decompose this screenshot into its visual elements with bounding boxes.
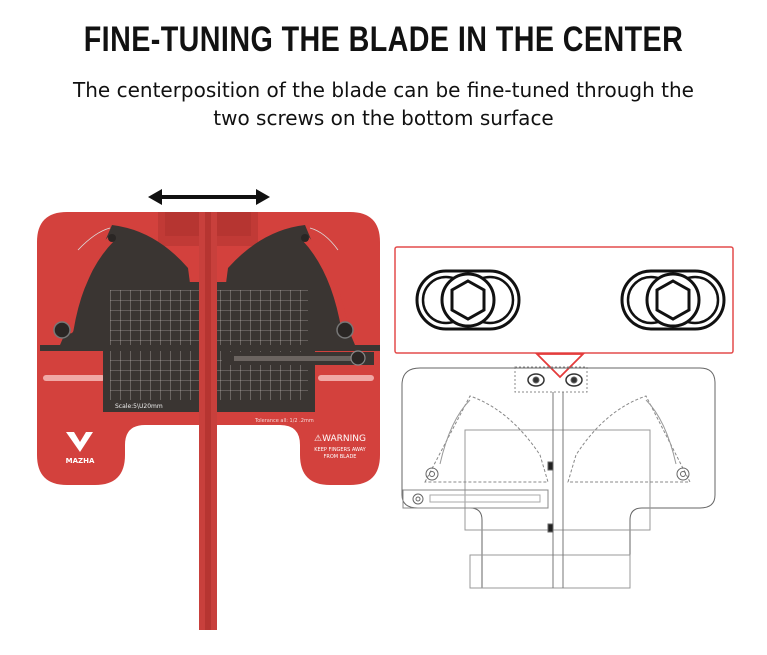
right-screw-slot-icon [620, 269, 726, 331]
right-slot [318, 375, 374, 381]
scale-label: Scale:5\U20mm [115, 403, 163, 410]
brand-name: MAZHA [66, 457, 95, 465]
callout-pointer-icon [534, 353, 586, 379]
left-knob-icon [53, 321, 71, 339]
page-title: FINE-TUNING THE BLADE IN THE CENTER [83, 20, 684, 59]
left-slot [43, 375, 105, 381]
warning-label: ⚠WARNING KEEP FINGERS AWAY FROM BLADE [314, 434, 367, 460]
adjust-direction-arrow-icon [148, 189, 270, 205]
right-knob-icon [336, 321, 354, 339]
left-screw-slot-icon [415, 269, 521, 331]
page-subtitle: The centerposition of the blade can be f… [60, 76, 707, 132]
brand-logo: MAZHA [66, 432, 95, 465]
subtitle-line-1: The centerposition of the blade can be f… [73, 78, 694, 102]
bottom-view-drawing [401, 366, 716, 589]
slider-bar [222, 350, 374, 366]
warning-line-2: FROM BLADE [324, 454, 357, 460]
warning-title: ⚠WARNING [314, 434, 366, 444]
warning-line-1: KEEP FINGERS AWAY [314, 447, 366, 453]
subtitle-line-2: two screws on the bottom surface [213, 106, 554, 130]
tolerance-label: Tolerance all: 1/2 .2mm [254, 418, 314, 424]
blade [199, 212, 217, 630]
screw-callout [394, 246, 734, 354]
